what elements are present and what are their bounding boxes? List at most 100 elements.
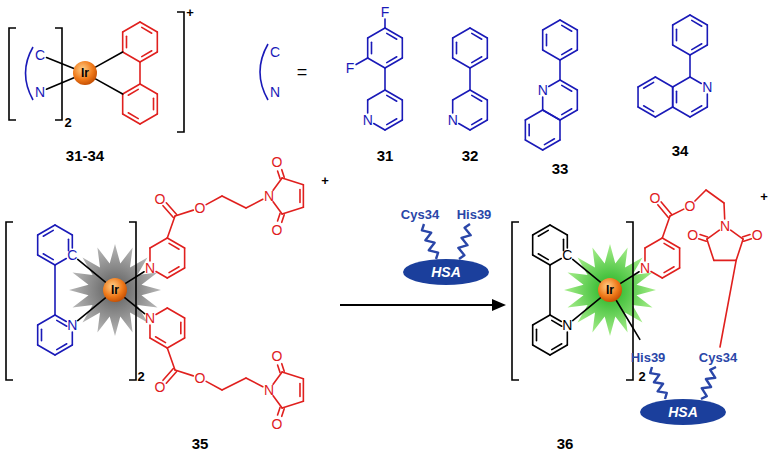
bond-line xyxy=(368,90,385,100)
bond-line xyxy=(676,91,678,103)
bond-line xyxy=(577,90,579,110)
charge-or-subscript: + xyxy=(186,6,194,19)
bond-line xyxy=(664,243,674,249)
bond-line xyxy=(169,267,179,273)
bond-line xyxy=(487,100,489,120)
bond-line xyxy=(452,38,454,58)
bond-line xyxy=(651,272,662,279)
bond-line xyxy=(95,52,122,67)
bond-line xyxy=(679,248,681,268)
bond-line xyxy=(124,297,144,313)
bond-line xyxy=(707,25,709,45)
bond-line xyxy=(562,49,572,55)
bond-line xyxy=(707,230,719,239)
bond-line xyxy=(356,58,368,65)
bond-line xyxy=(54,265,56,315)
bond-line xyxy=(387,95,397,101)
bond-line xyxy=(472,95,482,101)
bond-line xyxy=(299,190,301,203)
iridium-atom xyxy=(73,61,97,85)
bracket xyxy=(9,28,16,120)
bond-line xyxy=(714,260,736,262)
bond-line xyxy=(156,308,167,315)
bond-line xyxy=(367,100,369,113)
bond-line xyxy=(43,254,53,260)
bond-line xyxy=(55,225,72,235)
bond-line xyxy=(163,369,173,381)
bond-line xyxy=(149,325,151,338)
bond-line xyxy=(645,238,662,248)
bond-line xyxy=(278,407,280,415)
bond-line xyxy=(206,381,222,390)
bond-line xyxy=(166,371,176,383)
bond-line xyxy=(78,298,106,321)
bracket xyxy=(6,222,13,380)
bond-line xyxy=(167,216,175,238)
atom-label: O xyxy=(271,417,282,431)
glow-star xyxy=(564,244,656,336)
bond-line xyxy=(206,196,222,205)
bond-line xyxy=(695,190,706,201)
bond-line xyxy=(552,320,562,326)
atom-label: N xyxy=(264,383,274,397)
bond-line xyxy=(672,25,674,45)
bond-line xyxy=(573,259,601,282)
bond-line xyxy=(661,202,672,215)
bond-line xyxy=(525,110,542,120)
bond-line xyxy=(140,114,157,124)
atom-label: N xyxy=(538,83,548,97)
bond-line xyxy=(128,113,138,119)
charge-or-subscript: 2 xyxy=(64,116,71,129)
bond-line xyxy=(282,170,284,178)
residue-label: His39 xyxy=(457,208,492,221)
bond-line xyxy=(699,239,707,241)
bond-line xyxy=(282,401,303,408)
bond-line xyxy=(37,325,39,345)
protein-name: HSA xyxy=(668,405,698,419)
bond-line xyxy=(46,78,73,90)
bond-line xyxy=(731,230,743,239)
bond-line xyxy=(55,259,66,266)
bond-line xyxy=(673,107,690,117)
bond-line xyxy=(562,85,572,91)
residue-chain xyxy=(650,367,667,399)
metal-label: Ir xyxy=(81,67,89,79)
bond-line xyxy=(387,119,397,125)
bond-line xyxy=(384,68,386,90)
bracket xyxy=(512,222,519,380)
bond-line xyxy=(692,106,702,112)
metal-label: Ir xyxy=(606,284,614,296)
bond-line xyxy=(273,372,282,384)
bond-line xyxy=(487,38,489,58)
bond-line xyxy=(122,32,124,52)
atom-label: N xyxy=(67,318,77,332)
bond-line xyxy=(368,28,385,38)
bond-line xyxy=(157,94,159,114)
bond-line xyxy=(533,345,550,355)
bond-line xyxy=(562,25,572,31)
bond-line xyxy=(689,55,691,77)
bond-line xyxy=(156,337,166,343)
bond-line xyxy=(700,235,708,237)
bond-line xyxy=(472,33,482,39)
bond-line xyxy=(157,32,159,52)
atom-label: O xyxy=(752,228,763,242)
compound-number: 31-34 xyxy=(66,148,104,163)
bond-line xyxy=(692,44,702,50)
equals-sign: = xyxy=(297,63,308,81)
bond-line xyxy=(533,315,550,325)
bond-line xyxy=(246,199,263,208)
protein-ellipse: HSA xyxy=(640,399,726,425)
atom-label: N xyxy=(363,113,373,127)
bond-line xyxy=(149,248,151,261)
bond-line xyxy=(125,272,144,284)
bond-line xyxy=(387,33,397,39)
bond-line xyxy=(166,203,176,215)
bond-line xyxy=(387,57,397,63)
bond-line xyxy=(169,243,179,249)
bond-line xyxy=(278,365,280,373)
protein-name: HSA xyxy=(431,265,461,279)
bond-line xyxy=(273,396,282,408)
bond-line xyxy=(140,84,157,94)
